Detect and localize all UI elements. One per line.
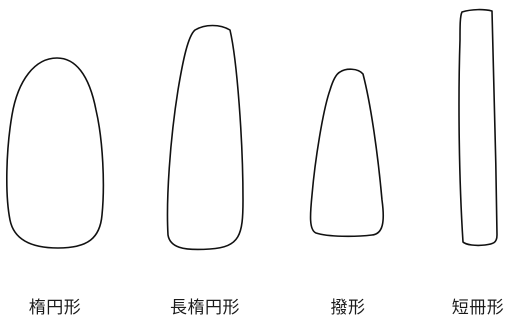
elliptical-shape (6, 57, 105, 249)
label-plectrum: 撥形 (330, 298, 366, 318)
label-strip: 短冊形 (451, 298, 505, 318)
plectrum-shape (309, 68, 385, 238)
label-elliptical: 楕円形 (28, 298, 82, 318)
label-long-elliptical: 長楕円形 (170, 298, 240, 318)
long-elliptical-shape (166, 24, 244, 251)
strip-shape (458, 8, 498, 247)
